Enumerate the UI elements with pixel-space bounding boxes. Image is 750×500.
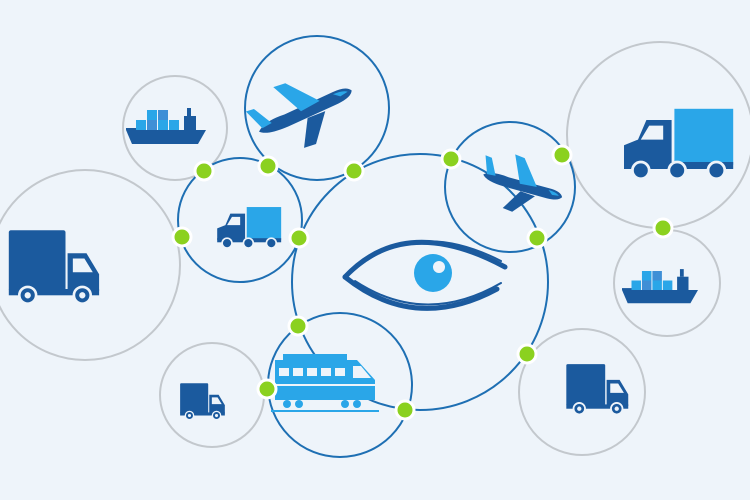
connection-node (257, 155, 279, 177)
connection-node (440, 148, 462, 170)
ring-airplane-top (244, 35, 390, 181)
ring-ship-top-left (122, 75, 228, 181)
connection-node (526, 227, 548, 249)
connection-node (652, 217, 674, 239)
ring-truck-big-left (0, 169, 181, 361)
connection-node (343, 160, 365, 182)
ring-truck-center-left (177, 157, 303, 283)
ring-truck-bottom-right (518, 328, 646, 456)
ring-airplane-right (444, 121, 576, 253)
connection-node (193, 160, 215, 182)
ring-center-eye (291, 153, 549, 411)
connection-nodes (171, 144, 674, 421)
connection-node (287, 315, 309, 337)
connection-node (551, 144, 573, 166)
connection-node (256, 378, 278, 400)
connection-node (516, 343, 538, 365)
connection-node (171, 226, 193, 248)
connection-node (394, 399, 416, 421)
connection-node (288, 227, 310, 249)
eye-icon (342, 239, 508, 311)
